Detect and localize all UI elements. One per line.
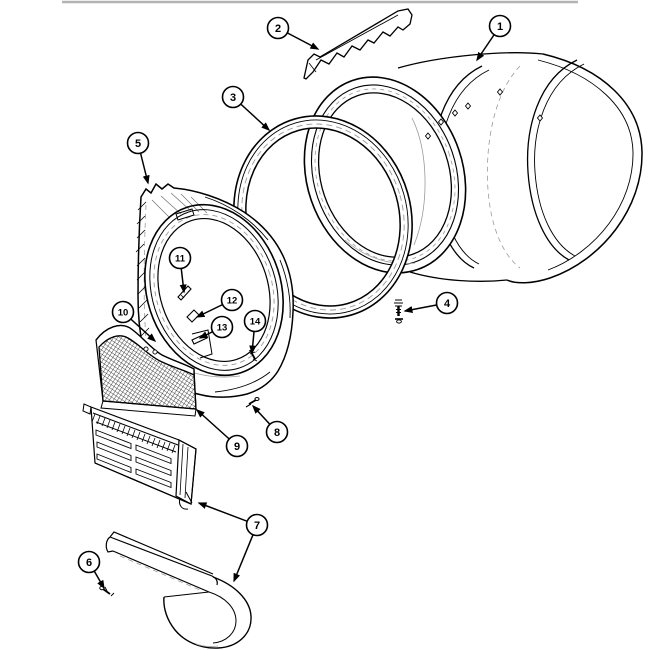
callout-7-label: 7 [254,520,260,532]
callout-4-label: 4 [444,298,451,310]
callout-6-label: 6 [86,557,92,569]
callout-14-label: 14 [250,317,261,328]
air-duct-grille-part [82,403,197,510]
lint-filter-screen-part [95,324,197,417]
callout-5: 5 [126,131,150,155]
callout-7: 7 [245,513,269,537]
air-duct-scoop-part [105,531,252,649]
callout-11: 11 [168,246,192,270]
callout-balloons: 1 2 3 4 5 6 7 8 [77,14,512,574]
callout-1: 1 [488,14,512,38]
callout-8-label: 8 [274,427,280,439]
callout-13-label: 13 [217,323,228,334]
front-bulkhead-part [135,182,294,398]
callout-6: 6 [77,550,101,574]
callout-10: 10 [111,300,135,324]
callout-2: 2 [266,16,290,40]
callout-3-label: 3 [230,92,236,104]
callout-8: 8 [265,420,289,444]
callout-9-label: 9 [234,441,240,453]
callout-12: 12 [220,288,244,312]
callout-12-label: 12 [227,296,238,307]
drum-cylinder-part [303,52,643,284]
screw-6-part [99,585,115,597]
callout-9: 9 [225,434,249,458]
callout-2-label: 2 [275,23,281,35]
callout-14: 14 [243,309,267,333]
screw-4-part [394,299,403,324]
callout-4: 4 [435,291,459,315]
callout-13: 13 [210,315,234,339]
callout-3: 3 [221,85,245,109]
callout-10-label: 10 [118,308,129,319]
callout-1-label: 1 [497,21,503,33]
callout-5-label: 5 [135,138,141,150]
callout-11-label: 11 [175,254,186,265]
baffle-part [303,8,413,80]
